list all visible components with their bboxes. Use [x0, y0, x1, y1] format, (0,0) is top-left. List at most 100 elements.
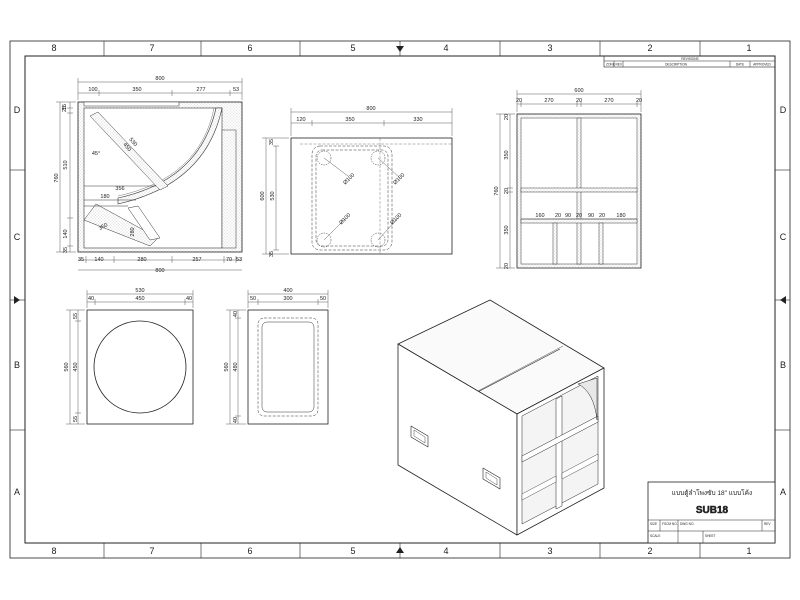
rev-col-zone: ZONE — [606, 63, 615, 67]
dim-label: 350 — [345, 117, 354, 123]
dim-label: 257 — [192, 257, 201, 263]
dim-label: 50 — [250, 296, 256, 302]
dim-label: 20 — [504, 114, 510, 120]
dim-label: 480 — [233, 362, 239, 371]
dim-label: 55 — [73, 416, 79, 422]
dim-label: 40 — [186, 296, 192, 302]
dim-label: 350 — [132, 87, 141, 93]
dim-label: 50 — [320, 296, 326, 302]
col-label: 3 — [547, 546, 552, 556]
dim-label: 35 — [78, 257, 84, 263]
dim-label: 530 — [128, 137, 139, 148]
dim-label: 90 — [565, 213, 571, 219]
dim-label: 20 — [576, 213, 582, 219]
dim-label: 20 — [516, 98, 522, 104]
dim-label: 560 — [224, 362, 230, 371]
col-label: 6 — [247, 546, 252, 556]
dim-label: 560 — [64, 362, 70, 371]
dim-label: 350 — [504, 150, 510, 159]
dim-label: 800 — [366, 106, 375, 112]
dim-label: 760 — [494, 186, 500, 195]
revision-header: REVISIONS — [681, 57, 698, 61]
dim-label: 400 — [283, 288, 292, 294]
row-label: C — [780, 232, 787, 242]
dim-label: 20 — [555, 213, 561, 219]
dim-label: 180 — [616, 213, 625, 219]
col-label: 6 — [247, 43, 252, 53]
dim-label: 100 — [88, 87, 97, 93]
dim-label: 270 — [544, 98, 553, 104]
row-label: A — [14, 487, 20, 497]
dim-label: 20 — [504, 188, 510, 194]
col-label: 1 — [746, 43, 751, 53]
dim-label: 70 — [226, 257, 232, 263]
isometric-view — [397, 299, 605, 536]
row-label: D — [780, 105, 787, 115]
tb-sheet: SHEET — [705, 534, 716, 538]
rev-col-rev: REV — [616, 63, 623, 67]
row-label: B — [14, 360, 20, 370]
dim-label: 800 — [155, 76, 164, 82]
dim-label: 180 — [100, 194, 109, 200]
side-section-view: 800 100 350 277 53 35 140 280 257 70 53 … — [54, 76, 243, 274]
front-section-view: 600 20 270 20 270 20 20 350 760 20 350 2… — [494, 88, 642, 269]
dim-label: 120 — [296, 117, 305, 123]
col-label: 8 — [51, 43, 56, 53]
col-label: 8 — [51, 546, 56, 556]
dim-label: 450 — [135, 296, 144, 302]
col-label: 2 — [647, 43, 652, 53]
dim-label: 330 — [413, 117, 422, 123]
rev-col-date: DATE — [736, 63, 744, 67]
dim-label: 450 — [122, 142, 133, 153]
dim-label: 20 — [636, 98, 642, 104]
dim-label: 280 — [130, 227, 136, 236]
tb-rev: REV — [764, 522, 771, 526]
dim-label: 280 — [137, 257, 146, 263]
dim-label: 450 — [73, 362, 79, 371]
dim-label: 530 — [135, 288, 144, 294]
dim-label: 90 — [588, 213, 594, 219]
dim-label: 356 — [115, 186, 124, 192]
tb-fscm: FSCM NO. — [662, 522, 678, 526]
zone-labels: 8 7 6 5 4 3 2 1 8 7 6 5 4 3 2 1 D C B A … — [14, 43, 787, 556]
col-label: 7 — [149, 43, 154, 53]
dim-label: 40 — [233, 417, 239, 423]
rev-col-desc: DESCRIPTION — [665, 63, 687, 67]
col-label: 2 — [647, 546, 652, 556]
rev-col-approved: APPROVED — [753, 63, 771, 67]
dim-label: 53 — [233, 87, 239, 93]
dim-label: 600 — [574, 88, 583, 94]
dim-label: 35 — [269, 139, 275, 145]
dim-label: 53 — [236, 257, 242, 263]
col-label: 1 — [746, 546, 751, 556]
col-label: 5 — [350, 546, 355, 556]
dim-label: 35 — [269, 251, 275, 257]
top-view: Ø100 Ø100 Ø100 Ø100 800 120 350 330 35 6… — [260, 106, 453, 257]
dim-label: 530 — [270, 191, 276, 200]
dim-label: 600 — [260, 191, 266, 200]
dim-label: 20 — [599, 213, 605, 219]
drawing-subtitle: SUB18 — [696, 505, 729, 516]
tb-size: SIZE — [650, 522, 657, 526]
row-label: B — [780, 360, 786, 370]
dim-label: 45° — [92, 151, 100, 157]
dim-label: 350 — [98, 222, 109, 232]
col-label: 4 — [443, 546, 448, 556]
dim-label: 25 — [62, 106, 68, 112]
dim-label: 15 — [62, 104, 68, 110]
dim-label: 140 — [63, 229, 69, 238]
dim-label: 140 — [94, 257, 103, 263]
title-block: แบบตู้ลำโพงซับ 18" แบบโค้ง SUB18 SIZE FS… — [647, 481, 776, 544]
end-view: 400 50 300 50 40 560 480 40 — [224, 288, 329, 425]
dim-label: 510 — [63, 160, 69, 169]
dim-label: 800 — [155, 268, 164, 274]
col-label: 5 — [350, 43, 355, 53]
row-label: A — [780, 487, 786, 497]
tb-scale: SCALE — [650, 534, 660, 538]
dim-label: 40 — [88, 296, 94, 302]
dim-label: 160 — [535, 213, 544, 219]
row-label: D — [14, 105, 21, 115]
dim-label: 35 — [63, 247, 69, 253]
dim-label: 270 — [604, 98, 613, 104]
